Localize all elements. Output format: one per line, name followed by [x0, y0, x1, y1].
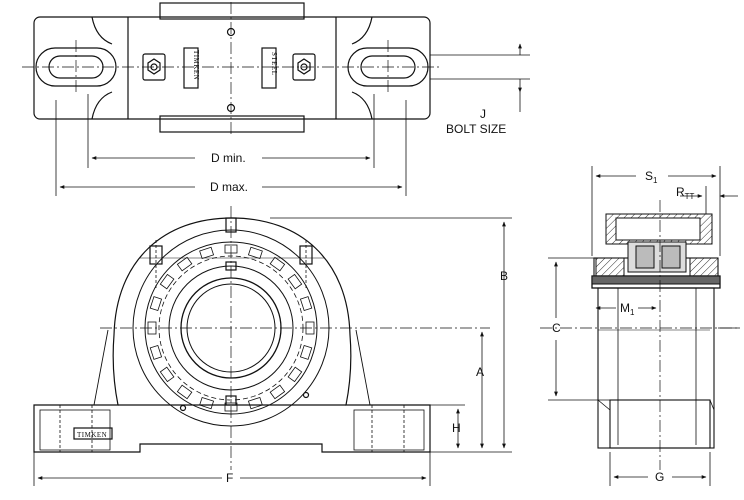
dim-j-label: J [480, 107, 486, 121]
dim-f-label: F [226, 471, 233, 485]
brand-front-label: TIMKEN [77, 431, 107, 439]
roller-segment [247, 396, 263, 410]
dim-s1-label: S1 [645, 169, 658, 185]
roller-segment [199, 396, 215, 410]
top-view [33, 2, 530, 133]
dim-d-min-label: D min. [211, 151, 246, 165]
front-view-centerlines [100, 206, 490, 470]
brand-top-label: TIMKEN [192, 50, 200, 80]
roller-segment [176, 384, 193, 400]
front-dims [33, 217, 512, 486]
cap-bolt-right-icon [299, 240, 313, 290]
roller-segment [149, 296, 163, 312]
brand-plate-top [183, 47, 199, 89]
roller-segment [199, 246, 215, 260]
top-base-outline [33, 16, 431, 120]
roller-ring [147, 244, 315, 412]
bottom-cap [159, 115, 305, 133]
roller-segment [269, 256, 286, 272]
side-bearing-section [591, 213, 721, 285]
roller-segment [287, 366, 303, 383]
bolt-size-label: BOLT SIZE [446, 122, 506, 136]
steel-top-label: STEEL [270, 52, 278, 76]
top-view-centerlines [22, 2, 440, 136]
roller-segment [159, 273, 175, 290]
roller-segment [269, 384, 286, 400]
cap-bolt-left-icon [149, 240, 163, 290]
top-cap [159, 2, 305, 20]
roller-segment [287, 273, 303, 290]
left-bolt-slot [35, 47, 117, 87]
dim-rtt-label: RTT [676, 185, 695, 201]
dim-c-label: C [552, 321, 561, 335]
dim-b-label: B [500, 269, 508, 283]
steel-plate-top [261, 47, 277, 89]
dim-g-label: G [655, 470, 664, 484]
roller-segment [176, 256, 193, 272]
dim-m1-label: M1 [620, 301, 635, 317]
side-housing-body [597, 287, 715, 449]
dim-d-lines [55, 94, 407, 196]
brand-plate-front [73, 427, 113, 440]
roller-segment [299, 296, 313, 312]
dim-h-label: H [452, 421, 461, 435]
roller-segment [299, 344, 313, 360]
grease-fitting-right-icon [292, 53, 316, 81]
dim-a-label: A [476, 365, 484, 379]
housing-outline [33, 217, 431, 453]
right-bolt-slot [347, 47, 429, 87]
roller-segment [159, 366, 175, 383]
side-view [591, 257, 721, 449]
roller-segment [247, 246, 263, 260]
side-dims [548, 166, 740, 486]
dim-d-max-label: D max. [210, 180, 248, 194]
roller-segment [149, 344, 163, 360]
